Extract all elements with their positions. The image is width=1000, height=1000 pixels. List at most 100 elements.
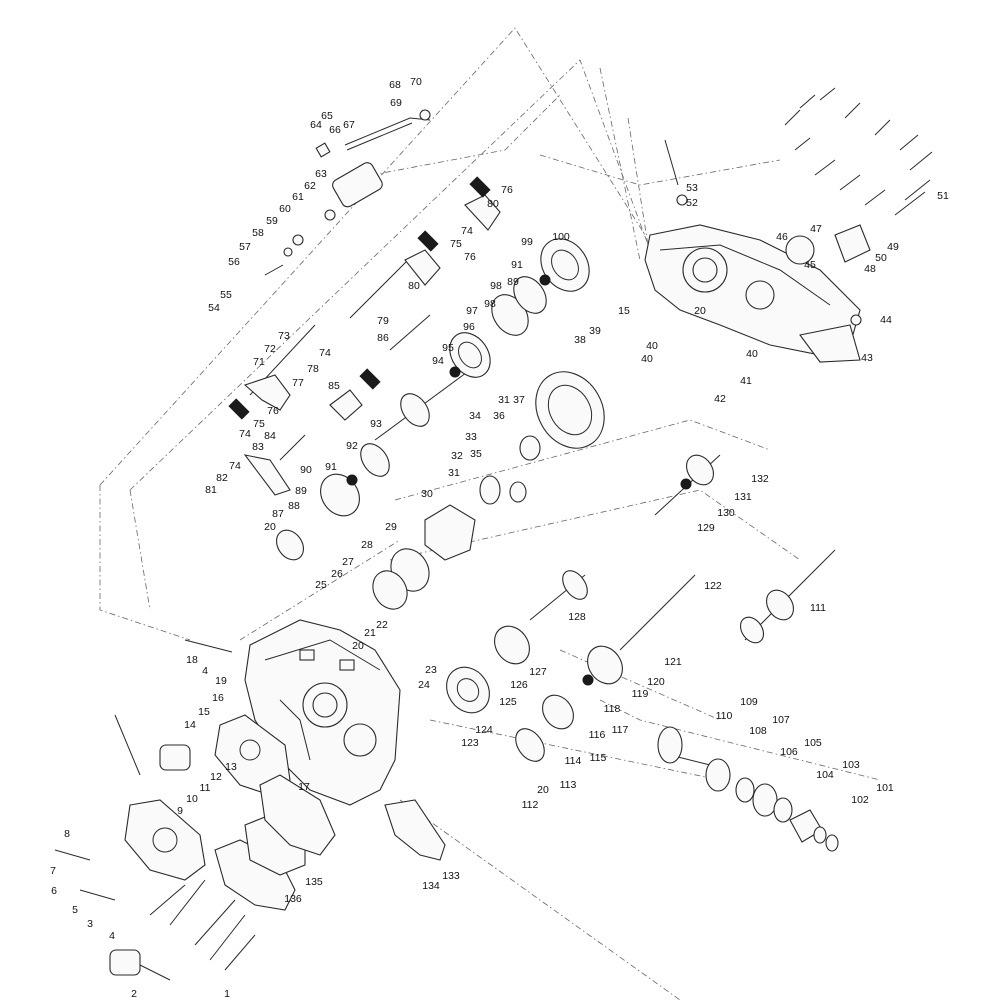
callout-c95: 95: [442, 342, 454, 354]
callout-c98a: 98: [484, 298, 496, 310]
callout-c96: 96: [463, 321, 475, 333]
callout-c79: 79: [377, 315, 389, 327]
shift-drum-assembly: [264, 109, 431, 276]
callout-c113: 113: [560, 779, 577, 791]
callout-c72: 72: [264, 343, 276, 355]
callout-c12: 12: [210, 771, 222, 783]
callout-c45: 45: [804, 259, 816, 271]
callout-c46: 46: [776, 231, 788, 243]
callout-c121: 121: [664, 656, 682, 668]
callout-c85: 85: [328, 380, 340, 392]
bolts-top-right: [784, 87, 933, 326]
callout-c133: 133: [442, 870, 460, 882]
callout-c125: 125: [499, 696, 517, 708]
callout-c56: 56: [228, 256, 240, 268]
output-shaft-assembly: [657, 726, 839, 852]
callout-c11: 11: [200, 782, 211, 794]
callout-c87: 87: [272, 508, 284, 520]
callout-c29: 29: [385, 521, 397, 533]
callout-c58: 58: [252, 227, 264, 239]
callout-c4: 4: [109, 930, 115, 942]
callout-c132: 132: [751, 473, 769, 485]
lower-covers: [124, 714, 446, 911]
differential-assembly: [372, 371, 605, 610]
callout-c80b: 80: [408, 280, 420, 292]
callout-c88: 88: [288, 500, 300, 512]
callout-c98b: 98: [490, 280, 502, 292]
callout-c122: 122: [704, 580, 722, 592]
bolts-bottom: [54, 139, 688, 981]
callout-c23: 23: [425, 664, 437, 676]
callout-c104: 104: [816, 769, 834, 781]
callout-c27: 27: [342, 556, 354, 568]
callout-c86: 86: [377, 332, 389, 344]
callout-c114: 114: [565, 755, 582, 767]
callout-c73: 73: [278, 330, 290, 342]
callout-c100: 100: [552, 231, 570, 243]
callout-c4b: 4: [202, 665, 208, 677]
callout-c16: 16: [212, 692, 224, 704]
callout-c76c: 76: [267, 405, 279, 417]
input-shaft-assembly: [276, 238, 590, 561]
callout-c60: 60: [279, 203, 291, 215]
callout-c116: 116: [589, 729, 606, 741]
callout-c37: 37: [513, 394, 525, 406]
callout-c134: 134: [422, 880, 440, 892]
callout-c101: 101: [876, 782, 894, 794]
callout-c74a: 74: [319, 347, 331, 359]
callout-c77: 77: [292, 377, 304, 389]
callout-c35: 35: [470, 448, 482, 460]
callout-c43: 43: [861, 352, 873, 364]
callout-c6: 6: [51, 885, 57, 897]
callout-c14: 14: [184, 719, 196, 731]
callout-c55: 55: [220, 289, 232, 301]
callout-c84: 84: [264, 430, 276, 442]
callout-c20b: 20: [694, 305, 706, 317]
callout-c90: 90: [300, 464, 312, 476]
callout-c112: 112: [522, 799, 539, 811]
callout-c75a: 75: [253, 418, 265, 430]
callout-c13: 13: [225, 761, 237, 773]
callout-c99: 99: [521, 236, 533, 248]
callout-c102: 102: [851, 794, 869, 806]
callout-c108: 108: [749, 725, 767, 737]
callout-c76b: 76: [464, 251, 476, 263]
callout-c42: 42: [714, 393, 726, 405]
callout-c106: 106: [780, 746, 798, 758]
callout-c109: 109: [740, 696, 758, 708]
callout-c74d: 74: [229, 460, 241, 472]
callout-c115: 115: [590, 752, 607, 764]
callout-c97: 97: [466, 305, 478, 317]
callout-c124: 124: [475, 724, 493, 736]
callout-c130: 130: [717, 507, 735, 519]
callout-c120: 120: [647, 676, 665, 688]
callout-c1: 1: [224, 988, 230, 1000]
callout-c81: 81: [205, 484, 217, 496]
callout-c10: 10: [186, 793, 198, 805]
callout-c49: 49: [887, 241, 899, 253]
callout-c51: 51: [937, 190, 949, 202]
callout-c39: 39: [589, 325, 601, 337]
callout-c118: 118: [604, 703, 621, 715]
callout-c135: 135: [305, 876, 323, 888]
callout-c18: 18: [186, 654, 198, 666]
callout-c15: 15: [198, 706, 210, 718]
callout-c127: 127: [529, 666, 547, 678]
callout-c131: 131: [734, 491, 752, 503]
callout-c30: 30: [421, 488, 433, 500]
callout-c117: 117: [612, 724, 629, 736]
callout-c7: 7: [50, 865, 56, 877]
callout-c41: 41: [740, 375, 752, 387]
callout-c33: 33: [465, 431, 477, 443]
callout-c92: 92: [346, 440, 358, 452]
callout-c28: 28: [361, 539, 373, 551]
callout-c75b: 75: [450, 238, 462, 250]
callout-c129: 129: [697, 522, 715, 534]
rear-case-housing: [644, 224, 861, 363]
callout-c26: 26: [331, 568, 343, 580]
callout-labels: 1234567891011121314151617181942021222324…: [50, 76, 949, 1000]
callout-c70: 70: [410, 76, 422, 88]
callout-c20d: 20: [537, 784, 549, 796]
callout-c59: 59: [266, 215, 278, 227]
